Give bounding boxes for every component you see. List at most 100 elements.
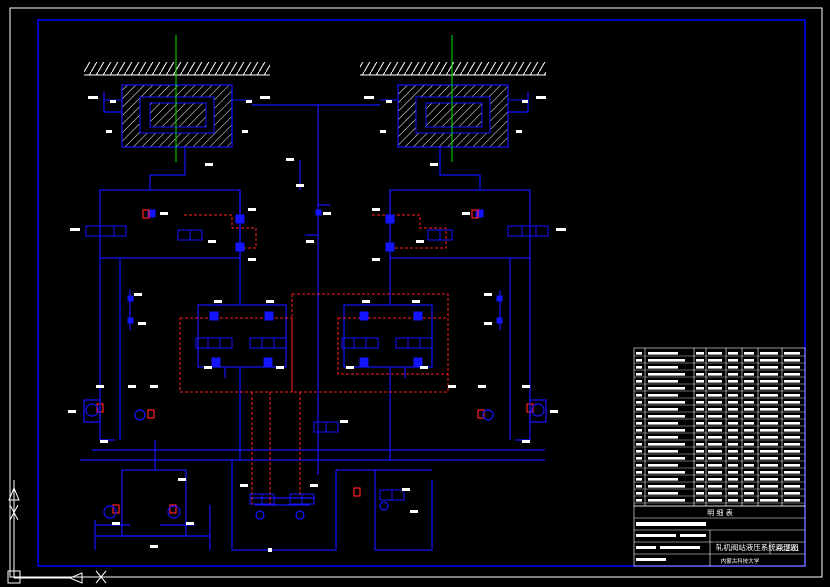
drawing-border <box>37 19 806 567</box>
title-block-fills <box>636 522 706 561</box>
parts-row-cell <box>636 492 642 495</box>
parts-row-cell <box>728 492 738 495</box>
parts-row-cell <box>636 401 642 404</box>
parts-row-cell <box>648 457 685 460</box>
parts-row-cell <box>696 471 704 474</box>
parts-row-cell <box>728 436 738 439</box>
parts-row-cell <box>760 394 778 397</box>
parts-row-cell <box>784 429 800 432</box>
parts-row-cell <box>636 457 642 460</box>
parts-row-cell <box>728 443 738 446</box>
parts-row-cell <box>784 380 800 383</box>
parts-row-cell <box>784 359 800 362</box>
parts-row-cell <box>744 499 754 502</box>
parts-row-cell <box>636 443 642 446</box>
parts-row-cell <box>648 436 678 439</box>
parts-list-rows <box>634 352 805 504</box>
parts-row-cell <box>636 366 642 369</box>
parts-row-cell <box>696 352 704 355</box>
parts-row-cell <box>708 394 722 397</box>
parts-row-cell <box>696 464 704 467</box>
parts-row-cell <box>696 394 704 397</box>
parts-row-cell <box>708 436 722 439</box>
parts-row-cell <box>708 401 722 404</box>
parts-row-cell <box>760 380 778 383</box>
parts-row-cell <box>760 485 778 488</box>
parts-row-cell <box>708 478 722 481</box>
parts-row-cell <box>760 457 778 460</box>
parts-row-cell <box>696 408 704 411</box>
parts-row-cell <box>728 373 738 376</box>
parts-row-cell <box>648 429 685 432</box>
parts-row-cell <box>744 394 754 397</box>
parts-row-cell <box>744 464 754 467</box>
parts-row-cell <box>708 352 722 355</box>
parts-row-cell <box>744 366 754 369</box>
parts-row-cell <box>784 408 800 411</box>
parts-row-cell <box>696 478 704 481</box>
parts-row-cell <box>760 422 778 425</box>
parts-row-cell <box>636 485 642 488</box>
cylinder-right <box>360 35 546 162</box>
pump-units <box>95 501 389 526</box>
parts-row-cell <box>708 415 722 418</box>
parts-row-cell <box>648 485 685 488</box>
parts-row-cell <box>696 436 704 439</box>
parts-row-cell <box>708 429 722 432</box>
parts-row-cell <box>760 499 778 502</box>
parts-row-cell <box>696 450 704 453</box>
parts-row-cell <box>708 422 722 425</box>
parts-row-cell <box>760 492 778 495</box>
parts-row-cell <box>728 478 738 481</box>
main-piping <box>80 92 545 551</box>
parts-row-cell <box>636 471 642 474</box>
parts-row-cell <box>784 457 800 460</box>
parts-row-cell <box>636 394 642 397</box>
parts-row-cell <box>648 478 678 481</box>
parts-row-cell <box>784 450 800 453</box>
parts-row-cell <box>648 464 678 467</box>
parts-row-cell <box>636 436 642 439</box>
drawing-title: 轧机阀站液压系统原理图 <box>716 542 799 552</box>
parts-row-cell <box>648 415 685 418</box>
parts-row-cell <box>648 387 685 390</box>
parts-row-cell <box>760 408 778 411</box>
parts-row-cell <box>708 499 722 502</box>
parts-row-cell <box>636 373 642 376</box>
parts-row-cell <box>728 408 738 411</box>
parts-row-cell <box>744 471 754 474</box>
parts-row-cell <box>696 492 704 495</box>
parts-row-cell <box>636 387 642 390</box>
parts-row-cell <box>648 366 678 369</box>
parts-row-cell <box>696 485 704 488</box>
parts-row-cell <box>696 366 704 369</box>
parts-row-cell <box>744 450 754 453</box>
parts-row-cell <box>708 492 722 495</box>
parts-row-cell <box>708 380 722 383</box>
parts-row-cell <box>696 443 704 446</box>
parts-row-cell <box>760 359 778 362</box>
parts-row-cell <box>728 422 738 425</box>
parts-row-cell <box>784 394 800 397</box>
parts-row-cell <box>696 415 704 418</box>
parts-row-cell <box>648 450 678 453</box>
school-label: 内蒙古科技大学 <box>721 557 760 565</box>
parts-row-cell <box>636 422 642 425</box>
parts-row-cell <box>636 478 642 481</box>
parts-row-cell <box>744 485 754 488</box>
parts-row-cell <box>784 352 800 355</box>
parts-row-cell <box>728 415 738 418</box>
parts-row-cell <box>728 450 738 453</box>
parts-row-cell <box>784 422 800 425</box>
parts-row-cell <box>784 415 800 418</box>
parts-row-cell <box>708 471 722 474</box>
parts-row-cell <box>784 401 800 404</box>
parts-row-cell <box>744 380 754 383</box>
parts-row-cell <box>728 387 738 390</box>
parts-row-cell <box>744 429 754 432</box>
parts-row-cell <box>636 464 642 467</box>
parts-row-cell <box>648 380 678 383</box>
parts-row-cell <box>636 415 642 418</box>
parts-table-header: 明 细 表 <box>707 508 732 517</box>
